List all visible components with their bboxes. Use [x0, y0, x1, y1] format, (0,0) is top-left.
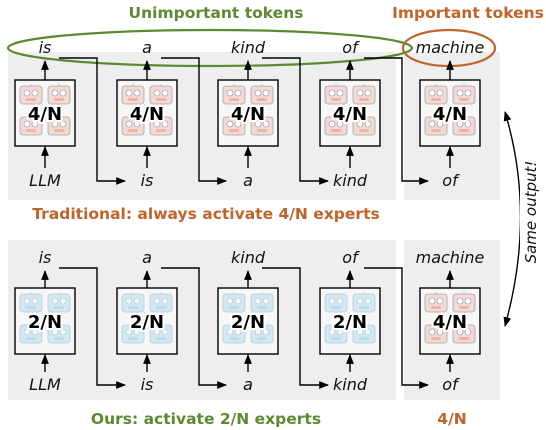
output-token: of [342, 248, 360, 267]
robot-icon [250, 291, 274, 313]
robot-icon [19, 83, 43, 105]
input-token: kind [333, 375, 368, 394]
input-token: a [243, 171, 253, 190]
output-token: machine [416, 38, 485, 57]
active-experts-count: 2/N [333, 312, 367, 333]
token-feedback-arrow [59, 267, 126, 389]
robot-icon [452, 291, 476, 313]
input-token: a [243, 375, 253, 394]
input-token: is [141, 375, 154, 394]
unimportant-ellipse [6, 28, 414, 68]
robot-icon [250, 83, 274, 105]
robot-icon [149, 291, 173, 313]
output-token: a [142, 38, 152, 57]
output-token: a [142, 248, 152, 267]
output-token: kind [231, 38, 266, 57]
robot-icon [352, 291, 376, 313]
input-token: LLM [29, 171, 61, 190]
input-token: is [141, 171, 154, 190]
token-feedback-arrow [59, 57, 126, 185]
token-feedback-arrow [161, 57, 227, 185]
token-feedback-arrow [262, 57, 329, 185]
output-token: of [342, 38, 360, 57]
active-experts-count: 4/N [130, 104, 164, 125]
active-experts-count: 2/N [28, 312, 62, 333]
active-experts-count: 2/N [130, 312, 164, 333]
robot-icon [121, 83, 145, 105]
top-row: is 4/N LLM a 4/N is kind 4/N a of 4/N kind machine 4/… [14, 38, 485, 190]
robot-icon [149, 83, 173, 105]
output-token: is [39, 248, 52, 267]
active-experts-count: 4/N [231, 104, 265, 125]
robot-icon [19, 291, 43, 313]
input-token: of [442, 171, 460, 190]
active-experts-count: 4/N [333, 104, 367, 125]
token-feedback-arrow [262, 267, 329, 389]
active-experts-count: 4/N [433, 104, 467, 125]
top-caption: Traditional: always activate 4/N experts [32, 205, 379, 223]
robot-icon [47, 83, 71, 105]
robot-icon [324, 291, 348, 313]
robot-icon [324, 83, 348, 105]
input-token: of [442, 375, 460, 394]
active-experts-count: 4/N [433, 312, 467, 333]
same-output-note: Same output! [522, 161, 540, 264]
token-feedback-arrow [364, 57, 429, 185]
important-header: Important tokens [392, 4, 544, 22]
robot-icon [452, 83, 476, 105]
robot-icon [47, 291, 71, 313]
bottom-caption-right: 4/N [437, 410, 466, 428]
robot-icon [352, 83, 376, 105]
output-token: machine [416, 248, 485, 267]
active-experts-count: 4/N [28, 104, 62, 125]
robot-icon [222, 83, 246, 105]
output-token: kind [231, 248, 266, 267]
token-feedback-arrow [161, 267, 227, 389]
bottom-row: is 2/N LLM a 2/N is kind 2/N a of 2/N kind machine 4/… [14, 248, 485, 394]
robot-icon [424, 83, 448, 105]
same-output-arrow [503, 111, 522, 327]
bottom-caption: Ours: activate 2/N experts [91, 410, 321, 428]
input-token: LLM [29, 375, 61, 394]
token-feedback-arrow [364, 267, 429, 389]
output-token: is [39, 38, 52, 57]
input-token: kind [333, 171, 368, 190]
active-experts-count: 2/N [231, 312, 265, 333]
robot-icon [222, 291, 246, 313]
robot-icon [424, 291, 448, 313]
robot-icon [121, 291, 145, 313]
unimportant-header: Unimportant tokens [129, 4, 304, 22]
